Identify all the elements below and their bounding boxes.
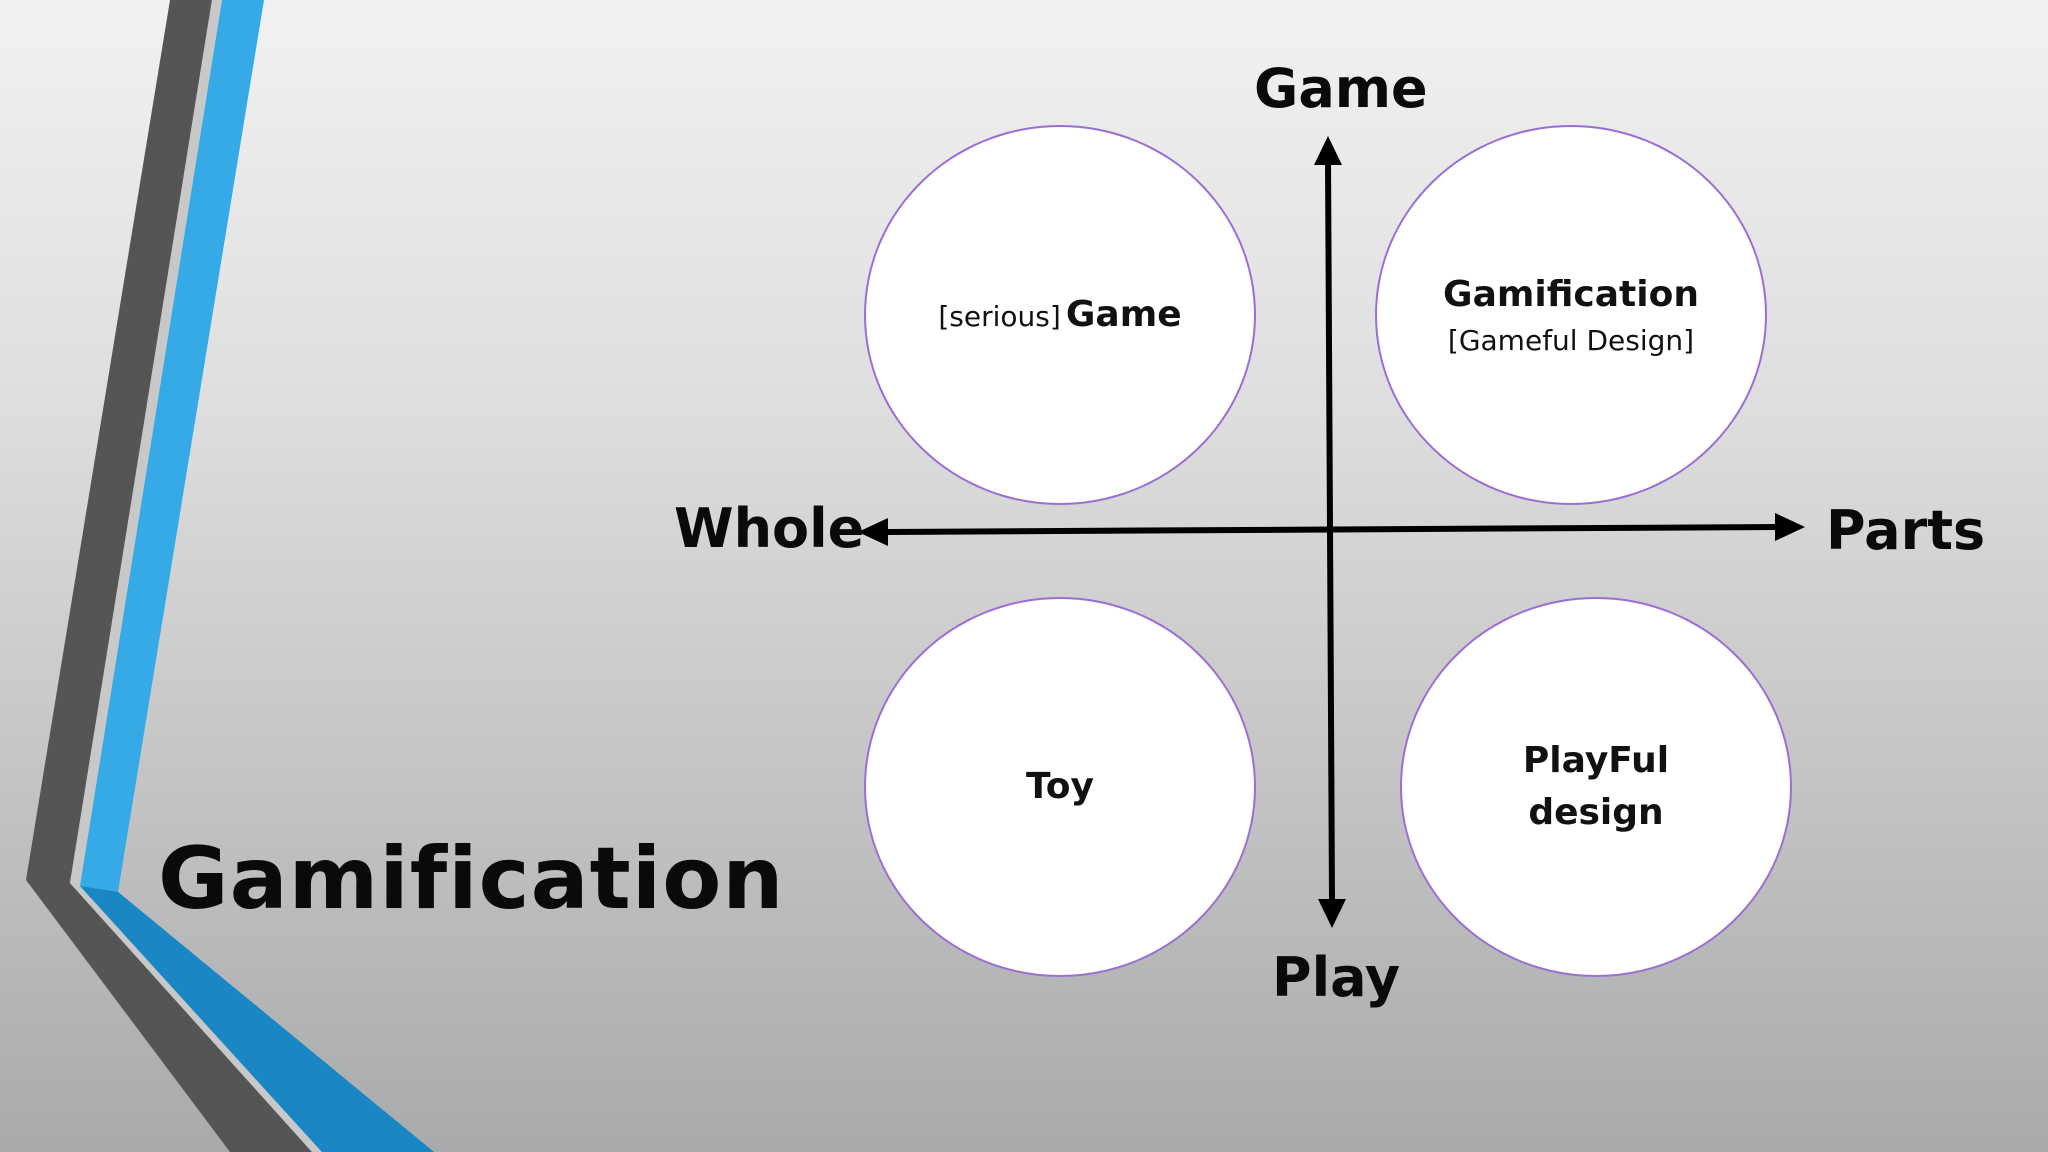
- axis-label-whole: Whole: [674, 497, 865, 560]
- horizontal-axis: [884, 524, 1781, 535]
- arrow-down-icon: [1318, 899, 1346, 928]
- dark-blue-stripe: [80, 886, 434, 1152]
- serious-game-text: [serious] Game: [938, 290, 1181, 340]
- axis-label-play: Play: [1272, 946, 1401, 1009]
- axis-label-game: Game: [1254, 57, 1428, 120]
- quadrant-toy: Toy: [864, 597, 1256, 977]
- arrow-right-icon: [1775, 513, 1805, 541]
- playful-design-label: PlayFul design: [1522, 739, 1670, 833]
- dark-gray-stripe: [26, 0, 312, 1152]
- quadrant-gamification: Gamification [Gameful Design]: [1375, 125, 1767, 505]
- toy-label: Toy: [1026, 765, 1094, 807]
- serious-prefix: [serious]: [938, 299, 1061, 333]
- axis-label-parts: Parts: [1826, 499, 1986, 562]
- arrow-left-icon: [858, 518, 888, 546]
- arrow-up-icon: [1314, 136, 1342, 165]
- serious-game-label: Game: [1065, 293, 1182, 335]
- slide-title: Gamification: [158, 829, 785, 929]
- blue-stripe: [80, 0, 434, 1152]
- quadrant-serious-game: [serious] Game: [864, 125, 1256, 505]
- quadrant-playful-design: PlayFul design: [1400, 597, 1792, 977]
- light-separator-stripe: [70, 0, 322, 1152]
- gameful-design-label: [Gameful Design]: [1447, 323, 1695, 357]
- gamification-label: Gamification: [1443, 274, 1699, 316]
